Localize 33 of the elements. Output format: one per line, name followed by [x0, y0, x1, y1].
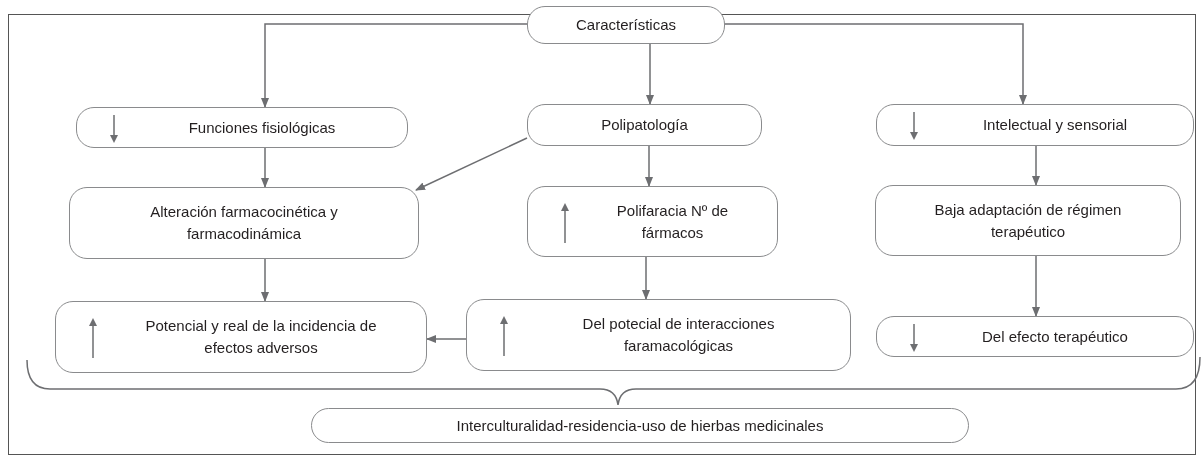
rounded-box — [55, 301, 427, 373]
arrow — [426, 335, 467, 343]
rounded-box — [69, 187, 419, 259]
arrow — [645, 145, 653, 187]
box-label: Del potecial de interacciones faramacológicas — [581, 314, 776, 356]
box-label: Polifaracia Nº de fármacos — [615, 200, 730, 243]
rounded-box — [875, 185, 1181, 256]
arrow — [724, 23, 1027, 105]
box-label: Intelectual y sensorial — [982, 115, 1128, 135]
rounded-box — [527, 186, 778, 257]
arrow — [642, 256, 650, 300]
arrow — [1032, 145, 1040, 186]
box-label: Interculturalidad-residencia-uso de hierbas medicinales — [456, 415, 824, 436]
box-label: Alteración farmacocinética y farmacodinámica — [149, 202, 339, 244]
box-label: Baja adaptación de régimen terapéutico — [933, 199, 1123, 242]
arrow — [261, 147, 269, 188]
arrow — [261, 23, 528, 108]
box-label: Polipatología — [601, 115, 688, 135]
box-label: Del efecto terapéutico — [982, 326, 1128, 347]
rounded-box — [76, 107, 408, 148]
box-label: Características — [576, 15, 676, 35]
box-label: Potencial y real de la incidencia de efectos adversos — [144, 316, 378, 358]
box-label: Funciones fisiológicas — [188, 117, 336, 138]
arrow — [646, 43, 654, 105]
arrow — [415, 137, 528, 191]
rounded-box — [876, 316, 1194, 357]
arrow — [261, 258, 269, 302]
rounded-box — [876, 104, 1194, 146]
rounded-box — [466, 299, 851, 371]
rounded-box — [311, 408, 969, 443]
arrow — [1032, 255, 1040, 317]
rounded-box — [527, 104, 762, 146]
rounded-box — [527, 6, 725, 44]
